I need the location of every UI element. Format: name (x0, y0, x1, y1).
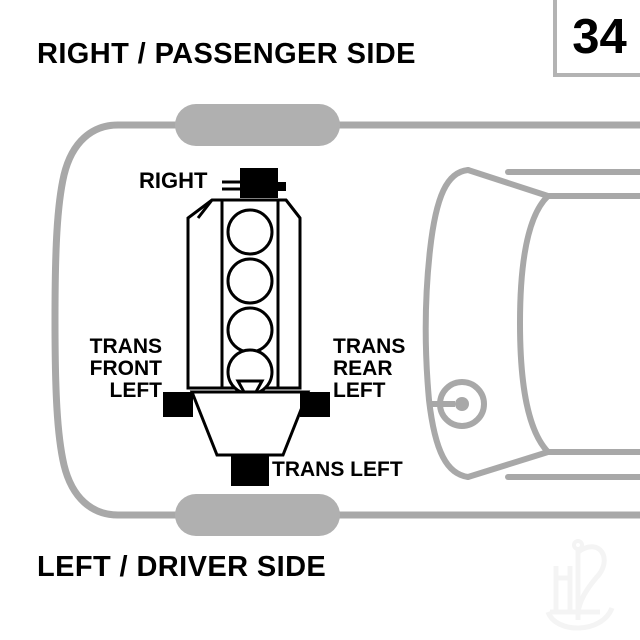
header-right-passenger-side: RIGHT / PASSENGER SIDE (37, 38, 416, 70)
mount-right (240, 168, 278, 198)
label-trans-left-mount: TRANS LEFT (272, 458, 403, 481)
label-trans-front-left-mount: TRANS FRONT LEFT (28, 336, 162, 402)
label-trans-rear-left-mount: TRANS REAR LEFT (333, 336, 473, 402)
mount-trans-left (231, 455, 269, 486)
page-number-badge: 34 (553, 0, 640, 77)
mount-right-tab (276, 182, 286, 191)
watermark-logo (545, 539, 615, 631)
cylinder-2 (226, 257, 274, 305)
steering-column-hub (428, 379, 487, 429)
label-right-mount: RIGHT (139, 168, 208, 193)
vehicle-body-outline (51, 121, 179, 519)
front-wheel-passenger (175, 104, 340, 146)
right-label-leader-line (222, 180, 242, 191)
label-line: TRANS (333, 335, 406, 358)
page-number-value: 34 (572, 10, 627, 64)
label-line: LEFT (109, 379, 163, 402)
firewall-cabin-outline (422, 167, 640, 480)
label-line: LEFT (333, 379, 386, 402)
mount-trans-rear-left (300, 392, 330, 417)
header-left-driver-side: LEFT / DRIVER SIDE (37, 551, 327, 583)
bellhousing-nub (235, 379, 265, 394)
cylinder-3 (226, 306, 274, 354)
label-line: FRONT (89, 357, 162, 380)
axle-lines (330, 121, 640, 519)
cylinder-1 (226, 208, 274, 256)
label-line: REAR (333, 357, 393, 380)
mount-trans-front-left (163, 392, 193, 417)
transmission-body (189, 390, 311, 457)
rear-wheel-driver (175, 494, 340, 536)
label-line: TRANS (89, 335, 162, 358)
